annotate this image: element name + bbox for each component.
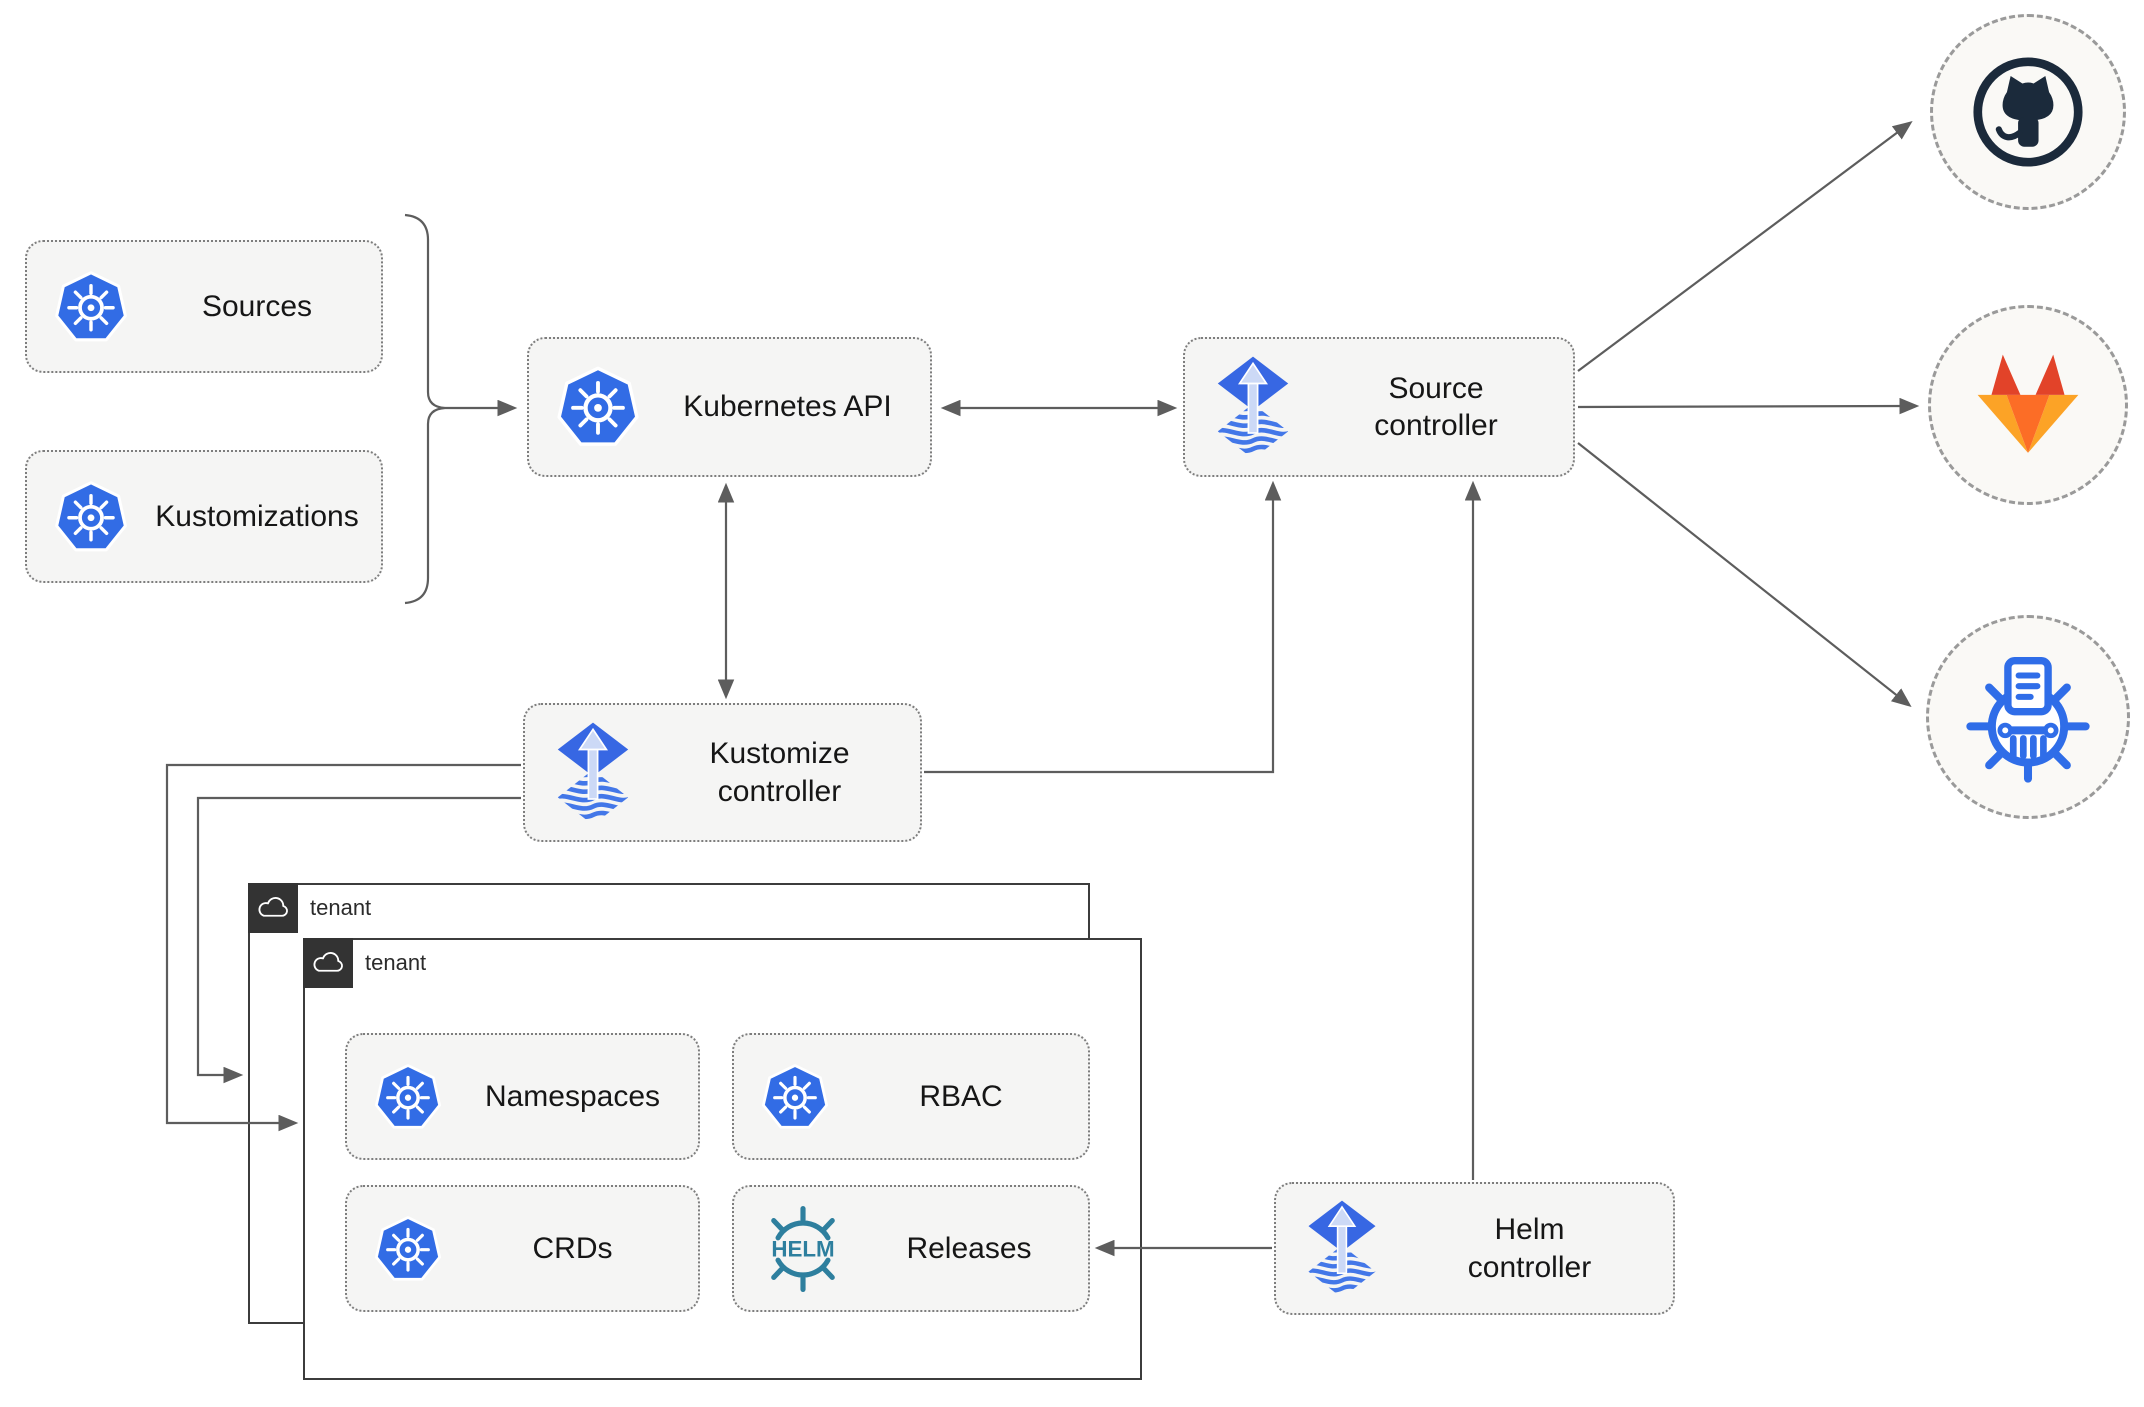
node-releases-label: Releases <box>906 1231 1032 1265</box>
helm-icon: HELM <box>760 1205 846 1292</box>
arrow-kustomize-to-source <box>924 480 1282 774</box>
node-source-controller-label: Source controller <box>1374 371 1498 443</box>
cloud-icon <box>311 951 345 975</box>
node-kubernetes-api: Kubernetes API <box>527 337 932 477</box>
kubernetes-icon <box>53 269 129 345</box>
helm-logo-text: HELM <box>771 1236 834 1261</box>
node-kustomizations: Kustomizations <box>25 450 383 583</box>
node-namespaces: Namespaces <box>345 1033 700 1160</box>
node-crds: CRDs <box>345 1185 700 1312</box>
cloud-badge <box>303 938 353 988</box>
arrow-source-to-chartmuseum <box>1577 442 1912 708</box>
tenant-outer-label: tenant <box>310 895 372 920</box>
arrow-source-to-github <box>1577 121 1913 372</box>
kubernetes-icon <box>760 1062 830 1132</box>
node-sources: Sources <box>25 240 383 373</box>
external-chartmuseum <box>1926 615 2130 819</box>
flux-icon <box>1302 1199 1382 1298</box>
node-sources-label: Sources <box>201 289 313 323</box>
tenant-inner-label: tenant <box>365 950 427 975</box>
gitlab-icon <box>1965 347 2091 463</box>
arrow-source-to-gitlab <box>1577 397 1920 415</box>
node-kustomizations-label: Kustomizations <box>155 499 359 533</box>
external-gitlab <box>1928 305 2128 505</box>
github-icon <box>1966 50 2090 174</box>
cloud-icon <box>256 896 290 920</box>
node-kustomize-controller-label: Kustomize controller <box>709 737 850 808</box>
flux-icon <box>551 721 635 825</box>
flux-icon <box>1211 355 1295 459</box>
kubernetes-icon <box>373 1062 443 1132</box>
kubernetes-icon <box>555 364 641 450</box>
node-helm-controller: Helm controller <box>1274 1182 1675 1315</box>
node-rbac: RBAC <box>732 1033 1090 1160</box>
node-helm-controller-label: Helm controller <box>1467 1213 1592 1284</box>
node-rbac-label: RBAC <box>919 1079 1003 1113</box>
kubernetes-icon <box>53 479 129 555</box>
kubernetes-icon <box>373 1214 443 1284</box>
node-namespaces-label: Namespaces <box>484 1079 661 1113</box>
cloud-badge <box>248 883 298 933</box>
node-kubernetes-api-label: Kubernetes API <box>683 390 892 424</box>
node-kustomize-controller: Kustomize controller <box>523 703 922 842</box>
chartmuseum-icon <box>1961 650 2095 784</box>
node-crds-label: CRDs <box>532 1231 613 1265</box>
node-releases: HELM Releases <box>732 1185 1090 1312</box>
brace-sources-group <box>404 213 446 605</box>
node-source-controller: Source controller <box>1183 337 1575 477</box>
external-github <box>1930 14 2126 210</box>
